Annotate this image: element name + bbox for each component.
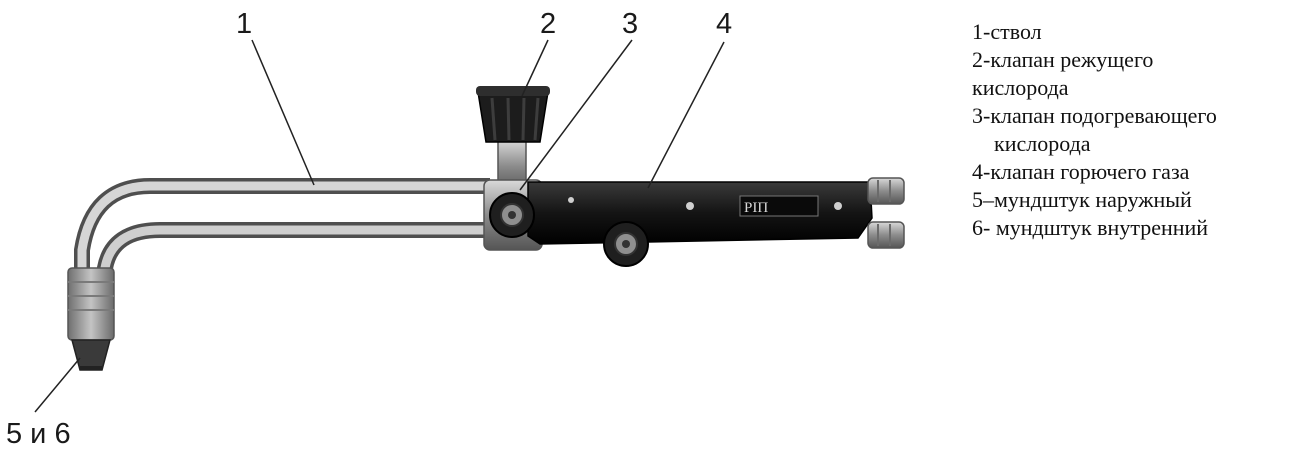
legend-line: 3-клапан подогревающего xyxy=(972,103,1217,128)
lower-tube xyxy=(95,222,490,285)
cutting-oxygen-knob xyxy=(476,86,550,143)
parts-legend: 1-ствол 2-клапан режущего кислорода 3-кл… xyxy=(972,18,1217,242)
leader-line-3 xyxy=(519,39,633,191)
hose-connectors xyxy=(867,177,905,249)
leader-line-4 xyxy=(647,41,725,189)
legend-line: кислорода xyxy=(994,131,1091,156)
torch-body xyxy=(527,181,873,245)
nozzle-assembly xyxy=(67,267,115,371)
legend-line: 1-ствол xyxy=(972,19,1042,44)
leader-line-2 xyxy=(521,39,549,97)
callout-2: 2 xyxy=(540,8,557,40)
legend-line: 5–мундштук наружный xyxy=(972,187,1192,212)
legend-line: 2-клапан режущего xyxy=(972,47,1154,72)
legend-line: кислорода xyxy=(972,75,1069,100)
callout-3: 3 xyxy=(622,8,639,40)
leader-line-5-6 xyxy=(34,357,81,413)
callout-5-6: 5 и 6 xyxy=(6,418,71,450)
leader-line-1 xyxy=(251,39,315,186)
fuel-gas-knob xyxy=(603,221,649,267)
preheat-oxygen-knob xyxy=(489,192,535,238)
body-marking: РІП xyxy=(744,200,768,216)
callout-4: 4 xyxy=(716,8,733,40)
callout-1: 1 xyxy=(236,8,253,40)
legend-line: 6- мундштук внутренний xyxy=(972,215,1209,240)
legend-line: 4-клапан горючего газа xyxy=(972,159,1190,184)
